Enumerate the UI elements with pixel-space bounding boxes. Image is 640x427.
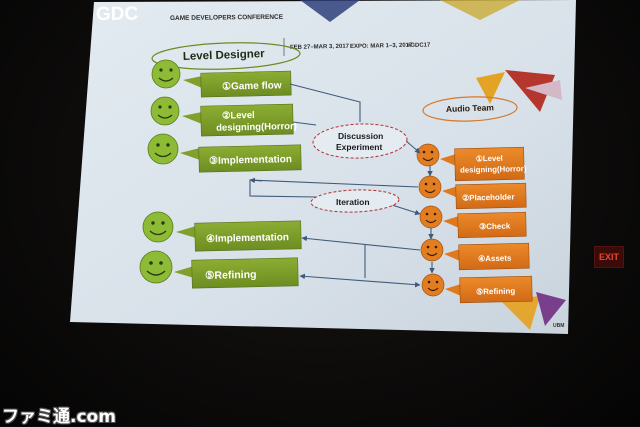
ld-step-3-box: ③Implementation (198, 144, 302, 173)
ld-step-5-label: ⑤Refining (205, 269, 257, 282)
speech-tail (180, 148, 200, 160)
smiley-orange-2 (418, 175, 442, 199)
ld-step-1-box: ①Game flow (200, 70, 292, 98)
speech-tail (183, 76, 202, 88)
smiley-green-2 (150, 96, 180, 126)
ld-step-1-label: ①Game flow (222, 80, 282, 92)
smiley-orange-3 (419, 205, 443, 229)
at-step-1-label: ①Level designing(Horror) (460, 153, 527, 175)
discussion-label: Discussion Experiment (336, 131, 386, 152)
speech-tail (444, 249, 460, 261)
header-dates: FEB 27–MAR 3, 2017 (290, 44, 350, 51)
decor-shard (536, 292, 566, 326)
at-step-4-label: ④Assets (478, 254, 512, 264)
ld-step-3-label: ③Implementation (209, 154, 292, 167)
decor-shard (300, 0, 360, 22)
ld-step-4-label: ④Implementation (206, 232, 289, 245)
at-step-4-box: ④Assets (458, 242, 530, 271)
at-step-2-box: ②Placeholder (455, 182, 527, 210)
level-designer-oval (151, 42, 301, 70)
smiley-green-4 (142, 211, 174, 243)
speech-tail (174, 266, 194, 278)
smiley-green-1 (151, 59, 181, 89)
header-hashtag: #GDC17 (407, 42, 431, 49)
speech-tail (440, 154, 456, 166)
smiley-orange-4 (420, 238, 444, 262)
decor-shard (476, 72, 505, 104)
iteration-bubble: Iteration (310, 189, 400, 213)
ld-step-2-box: ②Level designing(Horror) (200, 103, 297, 137)
gdc-logo: GDC (96, 4, 139, 25)
at-step-2-label: ②Placeholder (462, 192, 515, 202)
header-expo: EXPO: MAR 1–3, 2017 (350, 43, 413, 50)
decor-shard (505, 70, 555, 112)
level-designer-title: Level Designer (183, 48, 266, 63)
speech-tail (442, 186, 458, 198)
flow-connectors (249, 83, 435, 288)
smiley-green-5 (139, 250, 173, 284)
at-step-1-box: ①Level designing(Horror) (454, 146, 527, 182)
smiley-orange-5 (421, 273, 445, 297)
footer-logo: UBM (553, 323, 564, 329)
decor-shard (440, 0, 520, 20)
smiley-green-3 (147, 133, 179, 165)
decor-shard (525, 80, 562, 100)
at-step-3-box: ③Check (457, 211, 527, 239)
smiley-orange-1 (416, 143, 440, 167)
speech-tail (445, 284, 461, 296)
at-step-5-label: ⑤Refining (476, 287, 515, 297)
iteration-label: Iteration (336, 197, 370, 207)
at-step-3-label: ③Check (479, 222, 511, 232)
discussion-bubble: Discussion Experiment (312, 123, 408, 159)
decor-shard (500, 296, 540, 330)
audio-team-title: Audio Team (446, 102, 495, 114)
exit-sign: EXIT (594, 246, 624, 268)
ld-step-2-label: ②Level designing(Horror) (216, 109, 297, 134)
speech-tail (182, 112, 202, 124)
conference-name: GAME DEVELOPERS CONFERENCE (170, 14, 284, 22)
speech-tail (443, 216, 459, 228)
site-watermark: ファミ通.com (2, 407, 116, 427)
audio-team-oval (422, 96, 518, 122)
at-step-5-box: ⑤Refining (459, 275, 533, 304)
ld-step-4-box: ④Implementation (194, 220, 302, 252)
speech-tail (176, 226, 196, 238)
ld-step-5-box: ⑤Refining (191, 257, 299, 289)
